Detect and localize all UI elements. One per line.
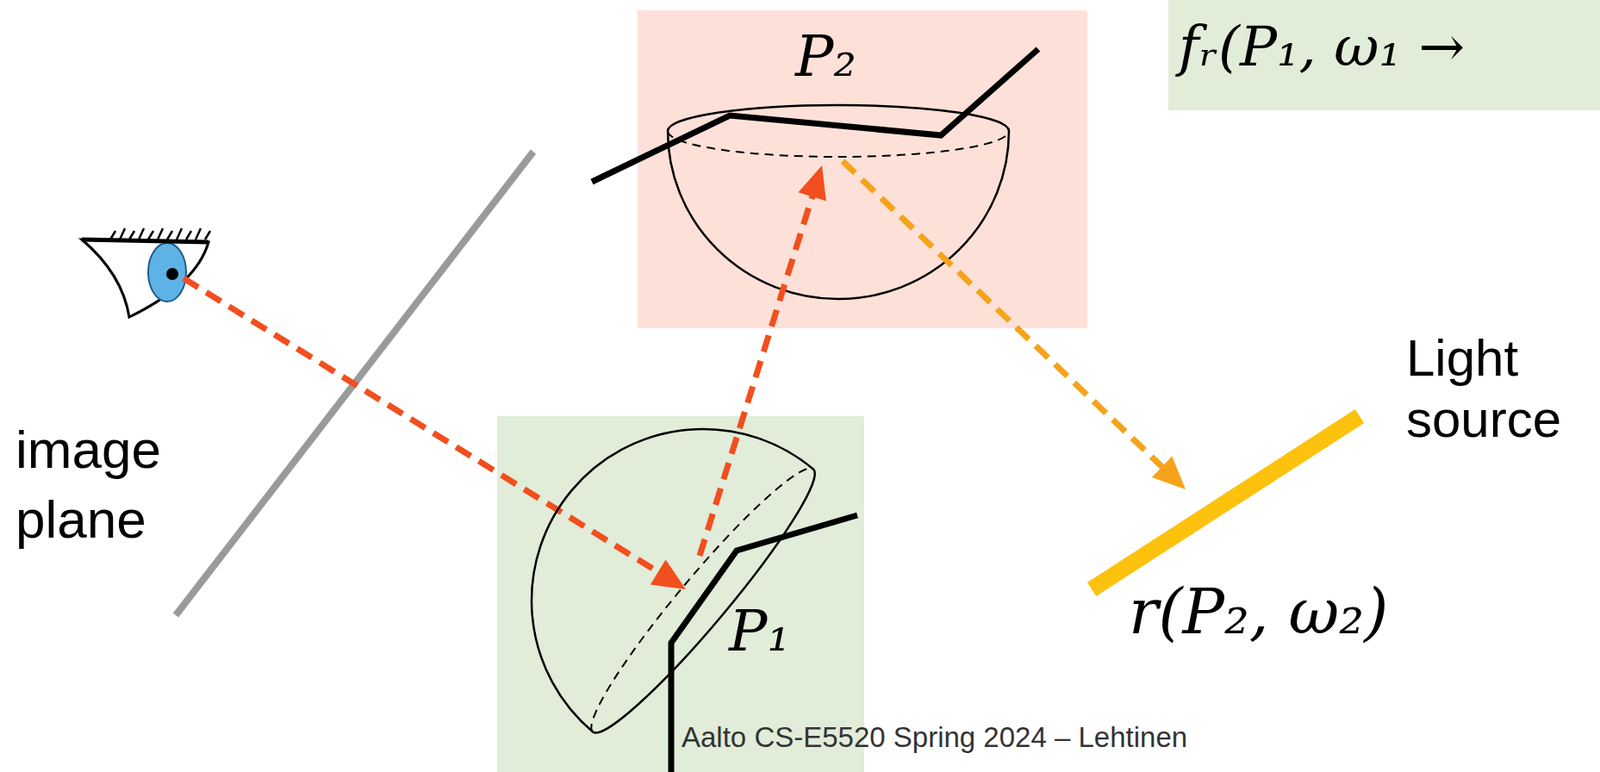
camera-ray	[183, 278, 659, 573]
eye-icon	[81, 228, 211, 318]
ray-connector	[699, 165, 827, 556]
p1-region: P₁	[497, 416, 865, 772]
p1-hemisphere	[461, 359, 833, 748]
point-label: P₂	[795, 28, 857, 86]
light-source-label: Light source	[1406, 327, 1583, 450]
p2-region: P₂	[637, 10, 1088, 329]
radiance-label: r(P₂, ω₂)	[1128, 577, 1389, 647]
arrow-head	[1151, 455, 1186, 490]
arrow-head	[797, 165, 826, 201]
p2-hemisphere	[667, 105, 1009, 299]
image-plane-label: image plane	[15, 414, 206, 555]
arrow-head	[650, 560, 686, 591]
light-ray	[842, 161, 1163, 467]
point-label: P₁	[728, 603, 791, 660]
brdf-formula-box: fᵣ(P₁, ω₁ →	[1168, 0, 1600, 111]
light-source-bar	[1091, 416, 1360, 590]
credit-footer: Aalto CS-E5520 Spring 2024 – Lehtinen	[681, 720, 1188, 755]
image-plane-line	[175, 151, 534, 616]
point-label: fᵣ(P₁, ω₁ →	[1178, 18, 1465, 75]
p2-surface	[591, 49, 1039, 182]
p1-surface	[671, 515, 858, 772]
